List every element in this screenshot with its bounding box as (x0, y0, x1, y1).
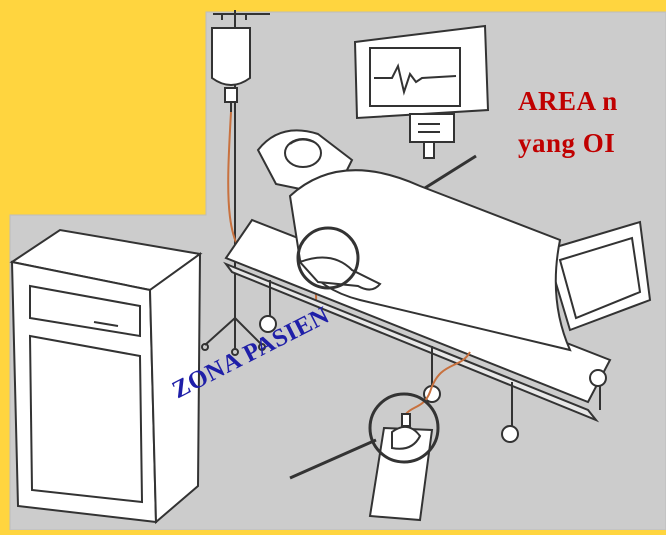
area-label-line1: AREA n (518, 86, 618, 117)
bedside-cabinet-icon (12, 230, 200, 522)
area-label-line2: yang OI (518, 128, 615, 159)
